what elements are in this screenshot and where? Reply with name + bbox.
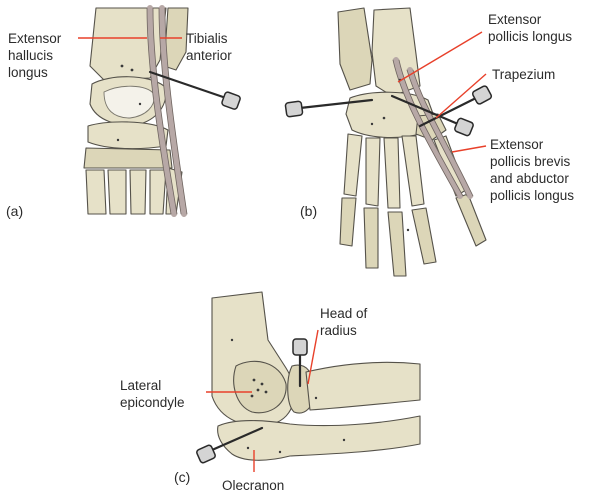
needle-hub-c-1 [293,339,307,355]
phalanges-ring [364,208,378,268]
metacarpal-3 [384,138,400,208]
metacarpal-4 [366,138,380,206]
label-extensor-pollicis-brevis: Extensor pollicis brevis and abductor po… [490,137,574,203]
needle-hub-c-2 [196,444,216,463]
metacarpal-2 [402,136,424,206]
thumb-metacarpal [434,136,466,196]
phalanges-index [412,208,436,264]
metatarsal-4 [150,170,166,214]
label-head-of-radius: Head of radius [320,306,371,338]
ulna-olecranon-bone [218,416,420,460]
metacarpal-5 [344,134,362,196]
metatarsal-3 [130,170,146,214]
leader-extensor-pollicis-brevis [452,146,486,152]
phalanges-thumb [456,194,486,246]
needle-hub-a [221,91,241,110]
metatarsal-2 [108,170,126,214]
panel-a-ankle: Extensor hallucis longus Tibialis anteri… [6,8,241,219]
label-extensor-pollicis-longus: Extensor pollicis longus [488,12,572,44]
metatarsal-1 [86,170,106,214]
phalanges-little [340,198,356,246]
panel-tag-b: (b) [300,203,317,219]
needle-hub-b-2 [454,118,474,137]
panel-tag-a: (a) [6,203,23,219]
navicular-bone [88,122,168,149]
label-lateral-epicondyle: Lateral epicondyle [120,378,185,410]
radius-shaft-bone [306,362,420,410]
panel-c-elbow: Head of radius Lateral epicondyle Olecra… [120,292,420,493]
panel-tag-c: (c) [174,469,190,485]
label-trapezium: Trapezium [492,67,555,82]
label-olecranon: Olecranon [222,478,284,493]
needle-hub-b-1 [285,101,303,117]
needle-hub-b-3 [472,85,493,105]
phalanges-middle [388,212,406,276]
ulna-bone [338,8,372,90]
label-tibialis-anterior: Tibialis anterior [186,31,232,63]
panel-b-wrist: Extensor pollicis longus Trapezium Exten… [285,8,574,276]
label-extensor-hallucis-longus: Extensor hallucis longus [8,31,65,80]
cuneiform-bones [84,148,172,168]
